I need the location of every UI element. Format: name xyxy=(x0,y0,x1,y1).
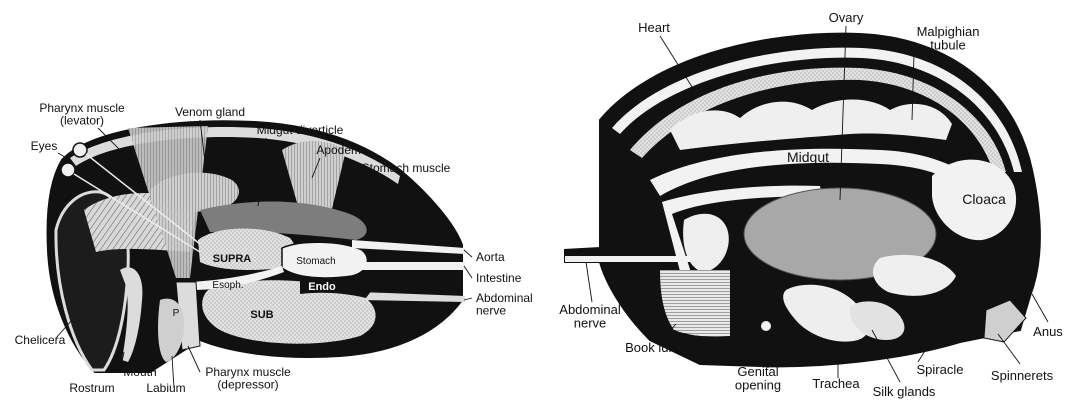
label-rostrum: Rostrum xyxy=(69,381,114,395)
label-venom-gland: Venom gland xyxy=(175,105,245,119)
eye-lower xyxy=(61,163,75,177)
label-trachea: Trachea xyxy=(812,376,860,391)
label-p: P xyxy=(173,308,180,319)
label-midgut: Midgut xyxy=(787,149,829,165)
label-spiracle: Spiracle xyxy=(917,362,964,377)
eye-upper xyxy=(73,143,87,157)
label-labium: Labium xyxy=(146,381,185,395)
label-silk-glands: Silk glands xyxy=(873,384,936,399)
label-pharynx-muscle-depressor: Pharynx muscle(depressor) xyxy=(205,365,291,392)
label-apodeme: Apodeme xyxy=(316,143,368,157)
label-esoph: Esoph. xyxy=(212,280,243,291)
label-sub: SUB xyxy=(250,309,273,321)
label-spinnerets: Spinnerets xyxy=(991,368,1054,383)
genital-opening-dot xyxy=(761,321,771,331)
label-anus: Anus xyxy=(1033,324,1063,339)
label-midgut-diverticle: Midgut diverticle xyxy=(257,123,344,137)
intestine-tube xyxy=(362,262,465,270)
label-aorta: Aorta xyxy=(476,250,505,264)
label-endo: Endo xyxy=(308,281,336,293)
label-stomach-muscle: Stomach muscle xyxy=(362,161,451,175)
label-pharynx-muscle-levator: Pharynx muscle(levator) xyxy=(39,101,125,128)
label-book-lung: Book lung xyxy=(625,340,683,355)
abdominal-nerve-shape xyxy=(565,256,690,262)
label-eyes: Eyes xyxy=(31,139,58,153)
label-mouth: Mouth xyxy=(123,365,156,379)
label-cloaca: Cloaca xyxy=(962,191,1006,207)
prosoma-section xyxy=(48,121,465,372)
label-intestine: Intestine xyxy=(476,271,522,285)
label-ovary: Ovary xyxy=(829,10,864,25)
label-stomach: Stomach xyxy=(296,256,335,267)
label-heart: Heart xyxy=(638,20,670,35)
label-chelicera: Chelicera xyxy=(15,333,66,347)
label-supra: SUPRA xyxy=(213,253,252,265)
